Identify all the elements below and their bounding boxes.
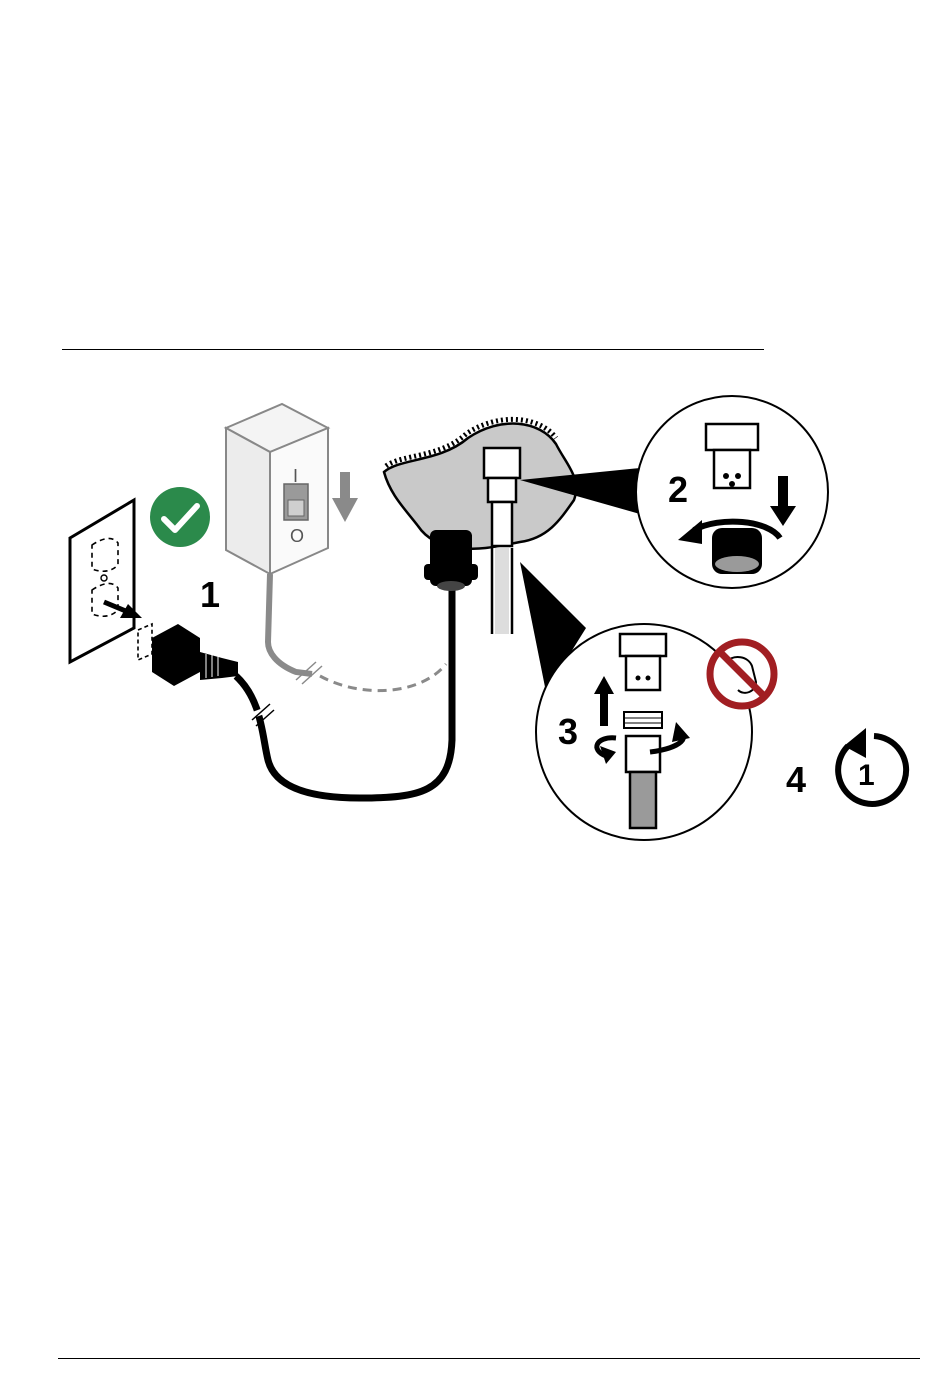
restart-icon-number: 1 [858, 759, 875, 792]
power-plug [138, 624, 238, 686]
bottom-rule [58, 1358, 920, 1359]
switch-on-label: I [293, 466, 298, 486]
step-4-number: 4 [786, 759, 806, 800]
checkmark-icon [150, 487, 210, 547]
power-disconnect-illustration: 1 I O [0, 380, 950, 850]
wall-outlet [70, 500, 134, 662]
breaker-switch-box: I O [226, 404, 446, 691]
step-2-number: 2 [668, 469, 688, 510]
top-rule [62, 349, 764, 350]
arrow-down-icon [332, 472, 358, 522]
detail-circle-step-2 [636, 396, 828, 588]
no-wrench-icon [710, 642, 774, 706]
step-1-number: 1 [200, 574, 220, 615]
restart-icon: 1 [838, 728, 906, 804]
switch-off-label: O [290, 526, 304, 546]
step-3-number: 3 [558, 711, 578, 752]
